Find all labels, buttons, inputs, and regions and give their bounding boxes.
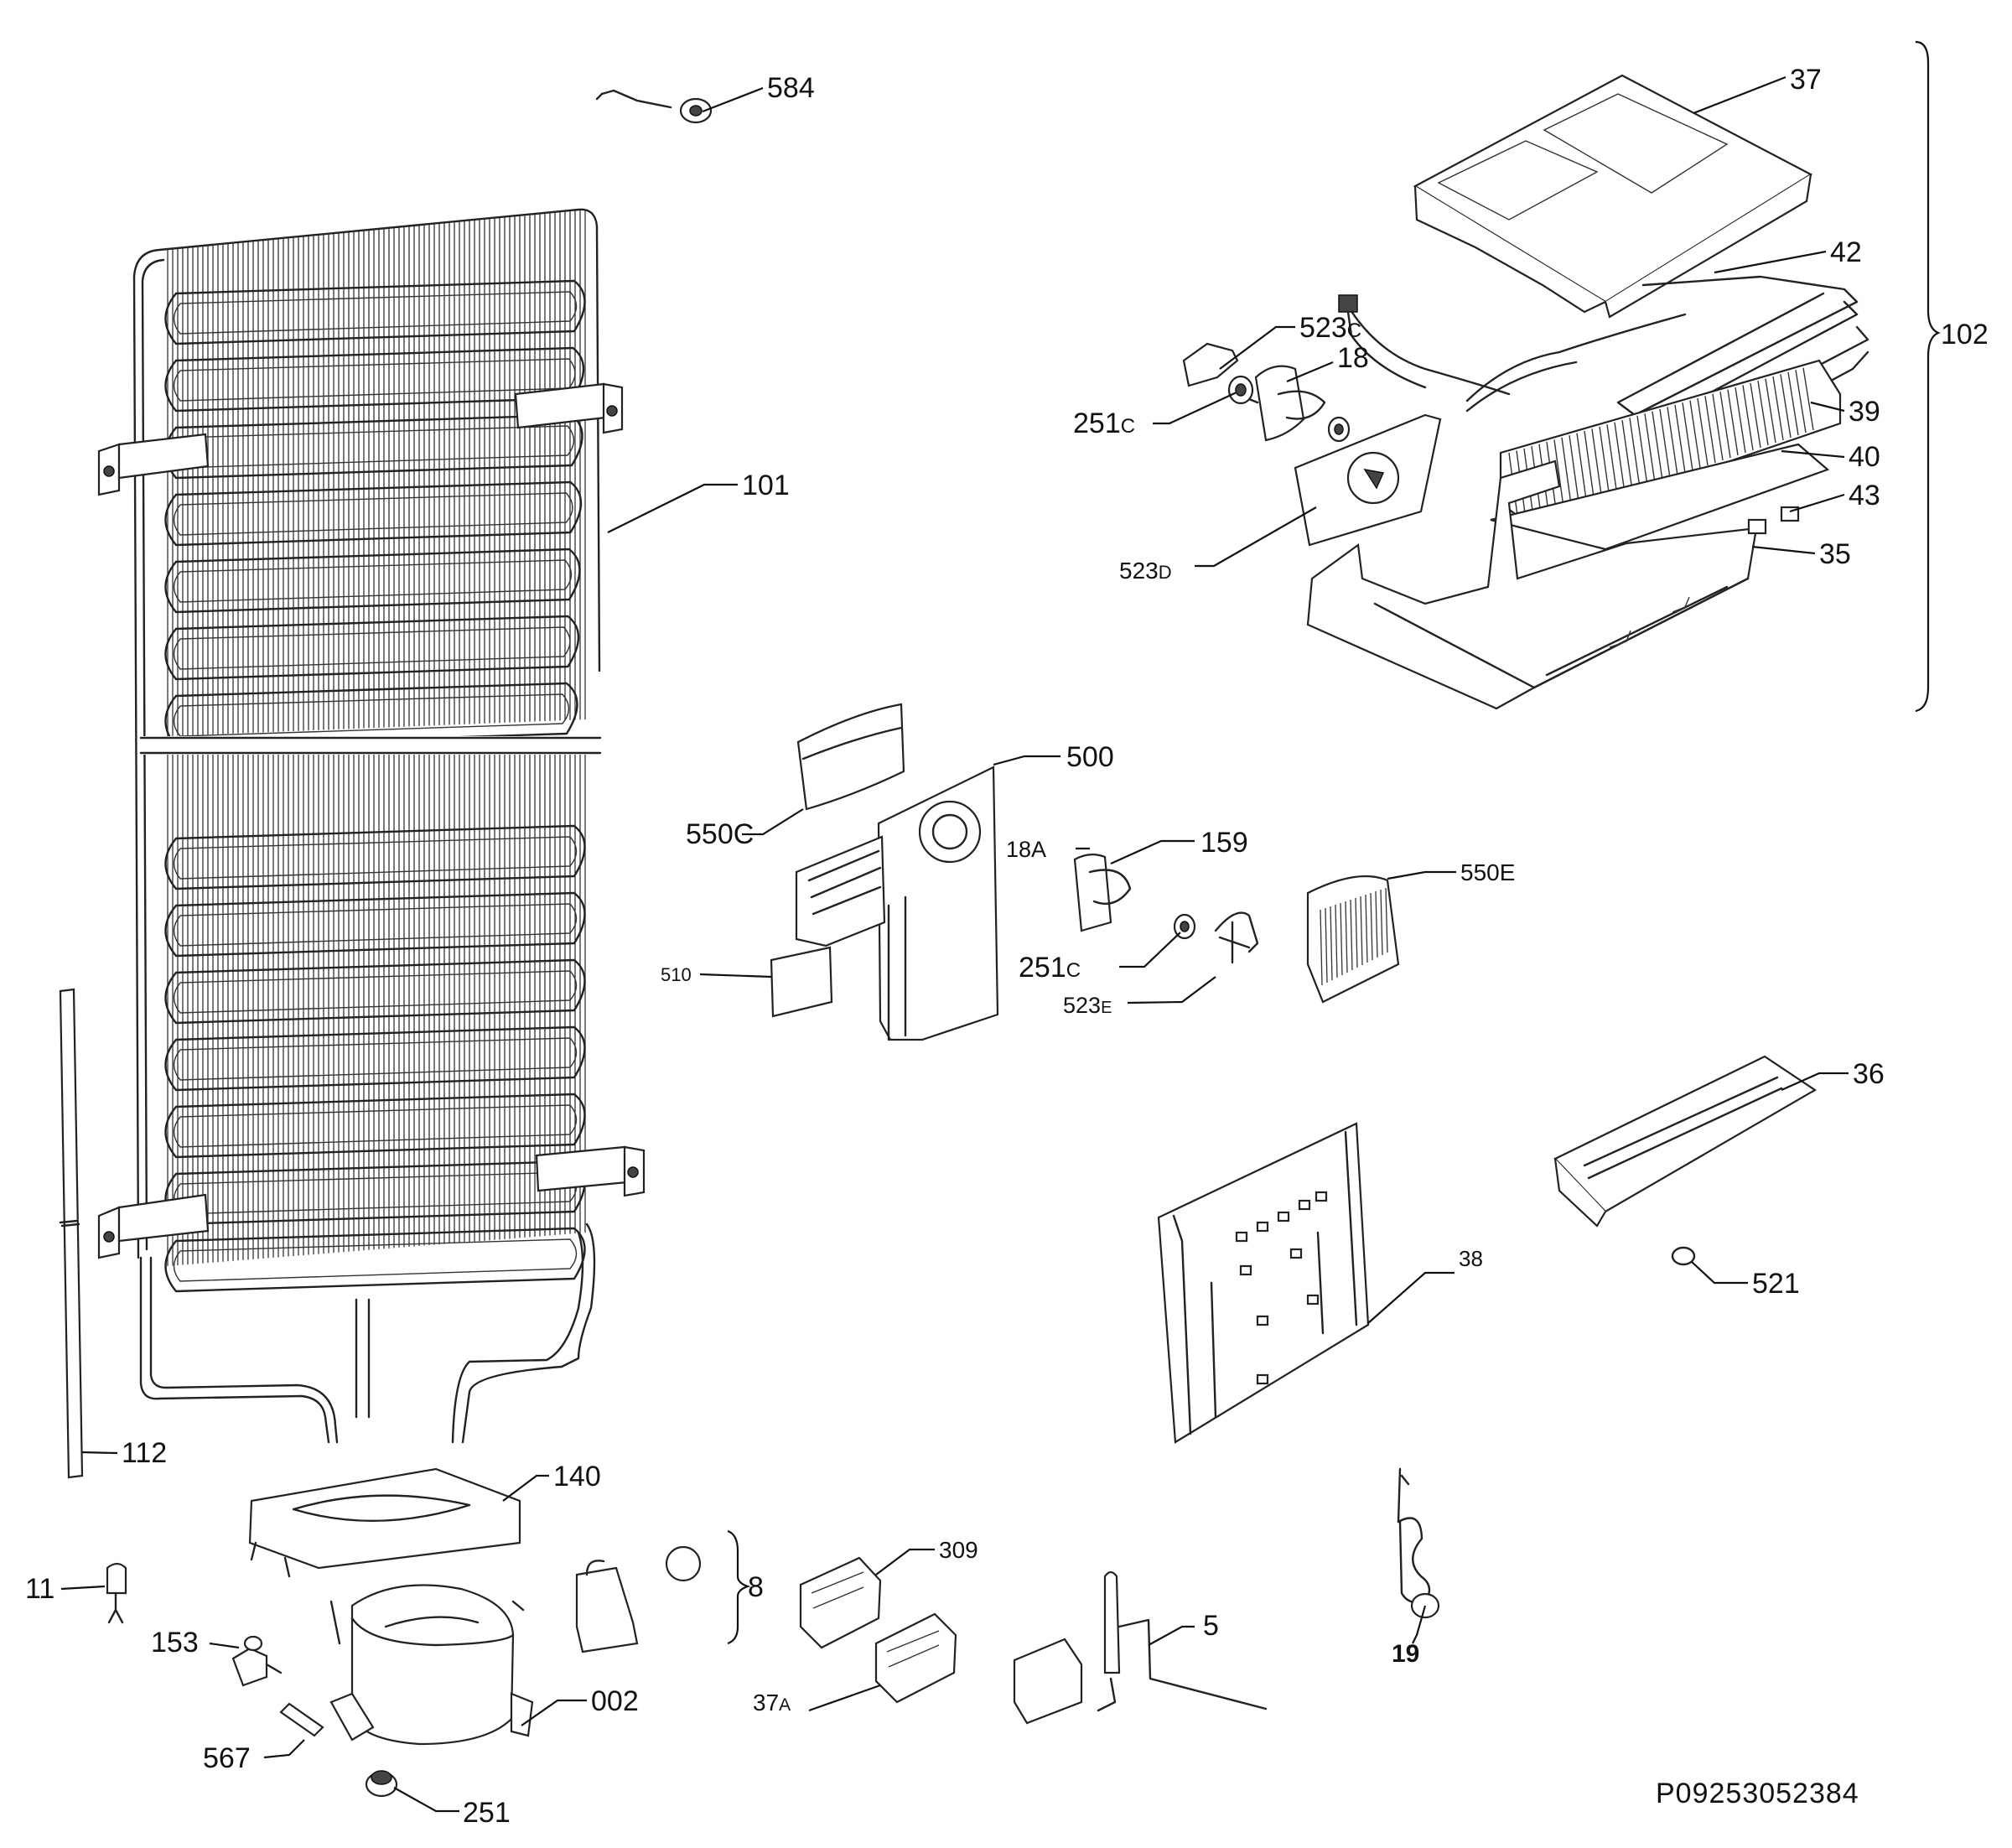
condenser-bracket: [97, 433, 210, 496]
callout-19: 19: [1392, 1640, 1419, 1668]
fan-bracket-523e: [1214, 911, 1259, 964]
callout-38: 38: [1459, 1246, 1483, 1271]
callout-584: 584: [767, 72, 815, 104]
valve-153: [231, 1635, 283, 1687]
callout-40: 40: [1849, 441, 1880, 473]
callout-159: 159: [1200, 827, 1248, 859]
light-cover-36: [1553, 1055, 1818, 1228]
grommet-251c: [1227, 375, 1254, 405]
callout-43: 43: [1849, 480, 1880, 511]
callout-251: 251: [463, 1797, 511, 1829]
condenser-bracket: [514, 382, 624, 434]
callout-37a: 37A: [753, 1690, 791, 1716]
door-switch-part: [595, 89, 713, 124]
callout-36: 36: [1853, 1058, 1885, 1090]
compressor-002: [329, 1584, 534, 1746]
callout-11: 11: [25, 1573, 54, 1605]
ring-521: [1671, 1246, 1696, 1266]
filter-510: [770, 946, 833, 1018]
condenser-fins-upper: [167, 210, 586, 736]
callout-251c: 251C: [1073, 407, 1135, 439]
solenoid-valve-5: [1013, 1570, 1268, 1725]
callout-510: 510: [661, 964, 692, 985]
condenser-coil: [97, 208, 646, 1444]
condenser-tube-loops: [164, 279, 586, 1293]
control-board-37a: [874, 1612, 957, 1704]
leader-lines: [60, 40, 1941, 1813]
condenser-bracket: [97, 1193, 210, 1259]
callout-251c-b: 251C: [1019, 952, 1081, 984]
control-board-309: [799, 1556, 882, 1649]
callout-18a: 18A: [1006, 837, 1046, 862]
callout-101: 101: [742, 470, 790, 501]
callout-550e: 550E: [1460, 859, 1515, 885]
callout-521: 521: [1752, 1268, 1800, 1300]
callout-523c: 523C: [1299, 312, 1361, 344]
heater-connector: [1338, 294, 1427, 389]
callout-112: 112: [122, 1437, 167, 1469]
callout-39: 39: [1849, 396, 1880, 428]
evaporator-cover: [1413, 74, 1813, 319]
condenser-bracket: [535, 1145, 646, 1197]
fan-bracket-523c: [1182, 342, 1239, 387]
evaporator-sheet: [1490, 443, 1830, 551]
plate-567: [279, 1702, 324, 1737]
callout-8: 8: [748, 1571, 764, 1603]
fan-motor-159: [1073, 854, 1132, 932]
thermostat-11: [106, 1562, 127, 1624]
nut-251: [365, 1770, 398, 1798]
callout-500: 500: [1066, 741, 1114, 773]
condenser-fins-lower: [167, 755, 586, 1266]
drawing-code: P09253052384: [1656, 1778, 1859, 1809]
drain-tube: [59, 988, 84, 1479]
power-cord-19: [1397, 1467, 1440, 1619]
callout-567: 567: [203, 1742, 251, 1774]
duct-cover-550c: [796, 703, 905, 811]
fan-duct-500: [795, 766, 999, 1041]
callout-550c: 550C: [686, 818, 754, 850]
callout-309: 309: [939, 1537, 978, 1563]
callout-labels: 584 37 42 102 523C 18 251C 39 40 43 35 5…: [25, 64, 1989, 1829]
callout-102: 102: [1941, 319, 1989, 350]
cover-550e: [1306, 875, 1400, 1004]
compressor-tray-140: [248, 1467, 521, 1578]
evaporator-tray: [1306, 459, 1758, 710]
fan-motor-18: [1239, 365, 1351, 443]
fan-cover-523d: [1294, 413, 1442, 547]
rear-panel-38: [1157, 1122, 1370, 1444]
callout-153: 153: [151, 1627, 199, 1659]
callout-140: 140: [553, 1461, 601, 1492]
callout-35: 35: [1819, 538, 1851, 570]
callout-18: 18: [1337, 342, 1369, 374]
callout-42: 42: [1830, 236, 1862, 268]
callout-5: 5: [1203, 1610, 1219, 1642]
callout-37: 37: [1790, 64, 1822, 96]
callout-002: 002: [591, 1685, 639, 1717]
callout-523d: 523D: [1119, 558, 1172, 584]
relay-8: [575, 1545, 702, 1653]
callout-523e: 523E: [1063, 993, 1112, 1018]
